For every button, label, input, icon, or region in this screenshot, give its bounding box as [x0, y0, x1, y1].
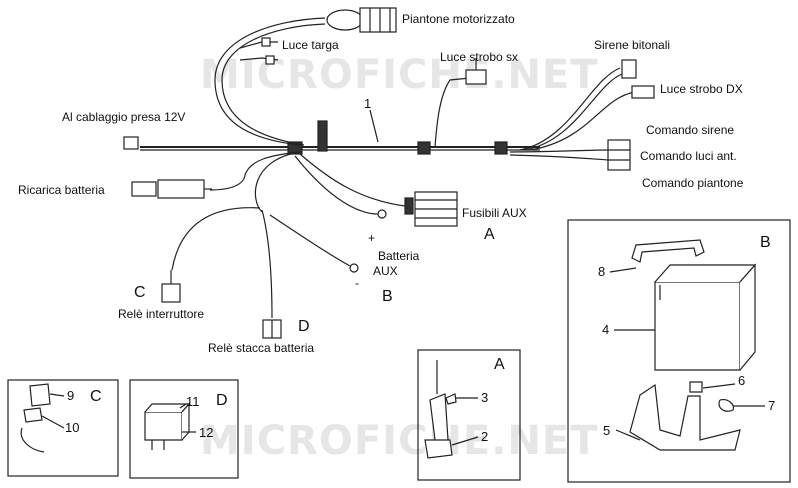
battery-side	[739, 263, 756, 371]
part-number-6: 6	[738, 373, 746, 388]
inset-b-drawing	[567, 219, 791, 483]
battery-holder	[629, 383, 741, 451]
label-aux: AUX	[373, 264, 398, 278]
part-number-12: 12	[199, 425, 214, 440]
battery-top	[654, 264, 757, 283]
inset-c-letter: C	[90, 388, 102, 405]
part-number-2: 2	[481, 429, 489, 444]
relay-c-body	[29, 383, 51, 407]
battery-plus-terminal	[377, 209, 387, 219]
watermark-bottom: MICROFICHE.NET	[200, 418, 599, 464]
label-rele-stacca-batteria: Relè stacca batteria	[208, 341, 315, 355]
strobo-sx-wire	[434, 77, 471, 148]
part-number-4: 4	[602, 322, 610, 337]
part-1-leader	[369, 109, 379, 143]
label-piantone-motorizzato: Piantone motorizzato	[402, 12, 515, 26]
presa-connector	[123, 136, 139, 150]
label-batteria: Batteria	[378, 249, 420, 263]
part-number-9: 9	[67, 388, 75, 403]
rele-interruttore-connector	[161, 283, 181, 303]
inset-a-frame	[417, 349, 521, 481]
fusibili-wire	[299, 153, 406, 207]
label-plus: +	[368, 231, 376, 245]
label-comando-piantone: Comando piantone	[642, 176, 744, 190]
label-minus: -	[355, 276, 359, 290]
part-6-pad	[689, 381, 703, 393]
strobo-sx-connector	[465, 69, 487, 85]
tape-wrap-2	[317, 120, 328, 152]
sirene-wire	[519, 67, 621, 151]
piantone-connector-body	[326, 9, 364, 31]
comando-wire	[509, 149, 609, 153]
part-number-8: 8	[598, 264, 606, 279]
label-ricarica-batteria: Ricarica batteria	[18, 183, 105, 197]
part-7-clip	[718, 399, 734, 412]
ricarica-fuse-holder	[157, 179, 205, 199]
ricarica-wire	[209, 151, 301, 191]
label-cablaggio-presa: Al cablaggio presa 12V	[62, 110, 186, 124]
tape-wrap-4	[494, 141, 508, 155]
inset-b-frame	[567, 219, 791, 483]
battery-handle	[631, 239, 705, 263]
label-comando-luci: Comando luci ant.	[640, 149, 737, 163]
label-luce-strobo-dx: Luce strobo DX	[660, 82, 743, 96]
sirene-connector	[621, 59, 637, 79]
luce-targa-wire	[239, 41, 278, 49]
strobo-dx-connector	[631, 85, 655, 99]
inset-a-drawing	[417, 349, 521, 481]
part-number-11: 11	[186, 394, 200, 409]
inset-c-drawing	[7, 379, 119, 477]
letter-a: A	[484, 226, 495, 243]
battery-plus-wire	[294, 155, 381, 215]
label-sirene-bitonali: Sirene bitonali	[594, 38, 671, 52]
inset-c-frame	[7, 379, 119, 477]
label-luce-targa: Luce targa	[282, 38, 339, 52]
inset-d-drawing	[129, 379, 239, 479]
piantone-wire-2	[221, 23, 326, 146]
rele-stacca-wire	[261, 209, 273, 319]
inset-b-letter: B	[760, 234, 771, 251]
letter-b: B	[382, 288, 393, 305]
letter-c: C	[134, 284, 146, 301]
inset-d-letter: D	[216, 392, 228, 409]
battery-minus-wire	[269, 214, 351, 267]
inset-d-frame	[129, 379, 239, 479]
label-comando-sirene: Comando sirene	[646, 123, 735, 137]
comando-connector	[607, 139, 631, 171]
part-number-1: 1	[364, 96, 372, 111]
inset-a-letter: A	[494, 356, 505, 373]
part-number-5: 5	[603, 423, 611, 438]
battery-minus-terminal	[349, 263, 359, 273]
battery-front	[654, 281, 741, 371]
strobo-dx-wire	[529, 91, 636, 151]
part-number-3: 3	[481, 390, 489, 405]
label-luce-strobo-sx: Luce strobo sx	[440, 50, 519, 64]
part-number-7: 7	[768, 398, 776, 413]
label-fusibili-aux: Fusibili AUX	[462, 206, 527, 220]
rele-interruttore-wire	[171, 207, 261, 271]
piantone-wire	[214, 17, 326, 146]
tape-wrap-3	[417, 141, 431, 155]
part-number-10: 10	[65, 420, 80, 435]
label-rele-interruttore: Relè interruttore	[118, 307, 205, 321]
ricarica-plug	[131, 181, 157, 197]
relay-d-body	[144, 411, 183, 441]
letter-d: D	[298, 318, 310, 335]
